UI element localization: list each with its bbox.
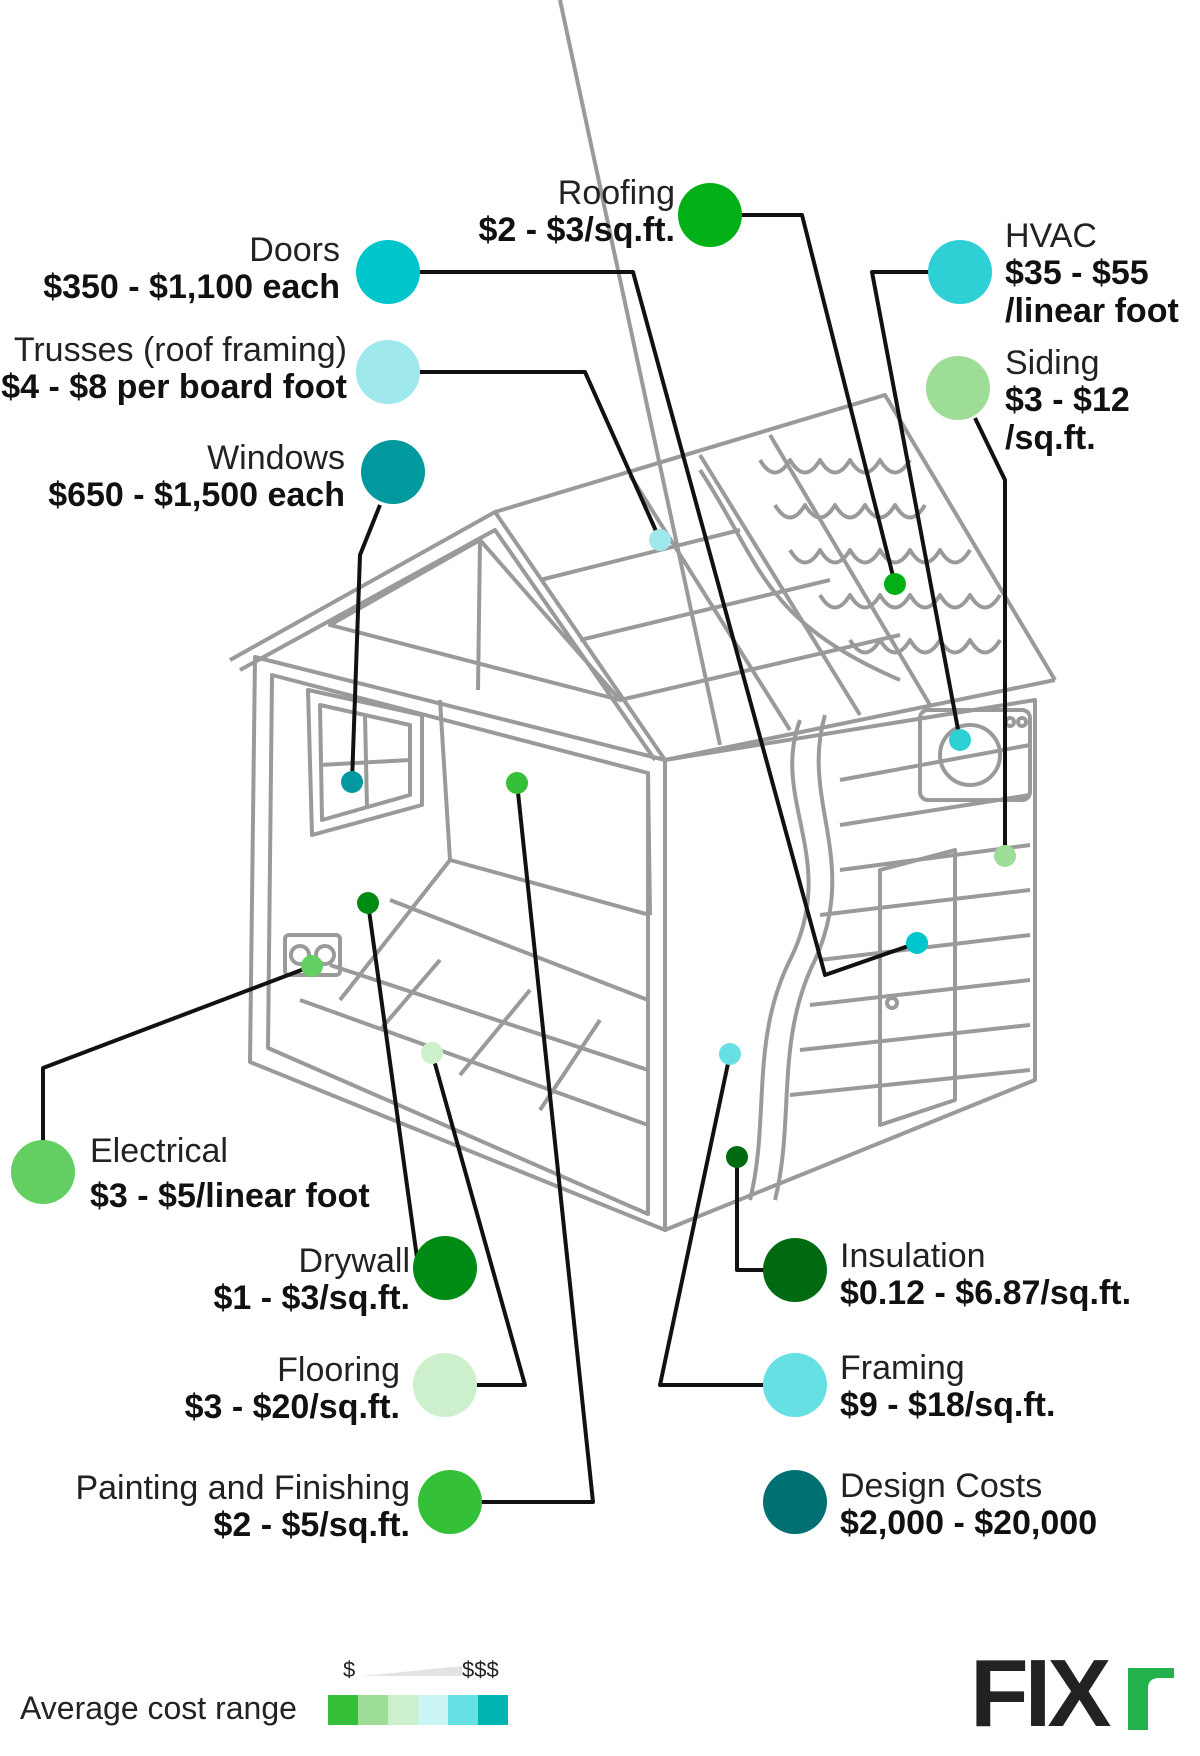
hvac-name: HVAC — [1005, 217, 1097, 255]
leader-trusses — [420, 370, 662, 541]
label-flooring: Flooring $3 - $20/sq.ft. — [184, 1351, 400, 1427]
label-doors: Doors $350 - $1,100 each — [43, 231, 340, 307]
svg-text:FIX: FIX — [970, 1648, 1111, 1738]
roofing-price: $2 - $3/sq.ft. — [478, 211, 675, 250]
marker-flooring — [421, 1042, 443, 1064]
painting-name: Painting and Finishing — [75, 1469, 410, 1507]
circle-painting — [418, 1470, 482, 1534]
leader-roofing — [740, 213, 897, 585]
doors-name: Doors — [249, 231, 340, 269]
leader-framing — [658, 1053, 765, 1387]
leader-siding — [973, 417, 1007, 856]
label-painting: Painting and Finishing $2 - $5/sq.ft. — [75, 1469, 410, 1545]
electrical-name: Electrical — [90, 1132, 228, 1170]
marker-hvac — [949, 729, 971, 751]
windows-price: $650 - $1,500 each — [48, 476, 345, 515]
house-outline — [229, 0, 1057, 1232]
siding-name: Siding — [1005, 344, 1100, 382]
label-roofing: Roofing $2 - $3/sq.ft. — [478, 174, 675, 250]
marker-drywall — [357, 892, 379, 914]
circle-doors — [356, 240, 420, 304]
design-name: Design Costs — [840, 1467, 1043, 1505]
label-trusses: Trusses (roof framing) $4 - $8 per board… — [1, 331, 347, 407]
legend-swatch — [478, 1695, 508, 1725]
legend-swatch — [358, 1695, 388, 1725]
framing-price: $9 - $18/sq.ft. — [840, 1386, 1056, 1425]
legend-label: Average cost range — [20, 1690, 297, 1726]
legend-ramp — [362, 1666, 462, 1676]
siding-price: $3 - $12 — [1005, 381, 1130, 420]
fixr-logo: FIX — [970, 1648, 1174, 1738]
marker-roofing — [884, 573, 906, 595]
siding-price-unit: /sq.ft. — [1005, 418, 1096, 457]
shingles — [698, 458, 1002, 682]
trusses-name: Trusses (roof framing) — [13, 331, 347, 369]
leader-windows — [350, 504, 382, 783]
legend-swatch — [388, 1695, 418, 1725]
leader-doors — [420, 270, 918, 977]
label-drywall: Drywall $1 - $3/sq.ft. — [213, 1242, 410, 1318]
design-price: $2,000 - $20,000 — [840, 1504, 1098, 1543]
marker-doors — [906, 932, 928, 954]
legend-swatches — [328, 1695, 508, 1725]
hvac-price-unit: /linear foot — [1005, 291, 1179, 330]
painting-price: $2 - $5/sq.ft. — [213, 1506, 410, 1545]
marker-siding — [994, 845, 1016, 867]
electrical-price: $3 - $5/linear foot — [90, 1177, 370, 1216]
circle-drywall — [413, 1236, 477, 1300]
marker-windows — [341, 771, 363, 793]
drywall-name: Drywall — [298, 1242, 410, 1280]
circle-hvac — [928, 240, 992, 304]
legend-min: $ — [343, 1657, 356, 1682]
leader-electrical — [41, 964, 313, 1160]
label-siding: Siding $3 - $12 /sq.ft. — [1005, 344, 1130, 457]
label-framing: Framing $9 - $18/sq.ft. — [840, 1349, 1056, 1425]
legend-swatch — [448, 1695, 478, 1725]
marker-insulation — [726, 1146, 748, 1168]
circle-design — [763, 1470, 827, 1534]
legend-swatch — [328, 1695, 358, 1725]
leader-painting — [480, 782, 595, 1504]
roofing-name: Roofing — [557, 174, 675, 212]
marker-electrical — [301, 955, 323, 977]
circle-electrical — [11, 1140, 75, 1204]
leader-insulation — [735, 1157, 765, 1272]
marker-trusses — [649, 529, 671, 551]
label-design: Design Costs $2,000 - $20,000 — [840, 1467, 1098, 1543]
circle-flooring — [413, 1353, 477, 1417]
legend-max: $$$ — [462, 1657, 499, 1682]
label-windows: Windows $650 - $1,500 each — [48, 439, 345, 515]
label-insulation: Insulation $0.12 - $6.87/sq.ft. — [840, 1237, 1132, 1313]
label-hvac: HVAC $35 - $55 /linear foot — [1005, 217, 1179, 330]
leader-flooring — [430, 1052, 527, 1387]
doors-price: $350 - $1,100 each — [43, 268, 340, 307]
label-electrical: Electrical $3 - $5/linear foot — [90, 1132, 370, 1216]
leader-drywall — [366, 902, 445, 1267]
trusses-price: $4 - $8 per board foot — [1, 368, 347, 407]
insulation-price: $0.12 - $6.87/sq.ft. — [840, 1274, 1132, 1313]
windows-name: Windows — [207, 439, 345, 477]
circle-framing — [763, 1353, 827, 1417]
flooring-name: Flooring — [277, 1351, 400, 1389]
framing-name: Framing — [840, 1349, 965, 1387]
circle-trusses — [356, 340, 420, 404]
circle-roofing — [678, 183, 742, 247]
marker-painting — [506, 772, 528, 794]
circle-siding — [926, 356, 990, 420]
drywall-price: $1 - $3/sq.ft. — [213, 1279, 410, 1318]
insulation-name: Insulation — [840, 1237, 986, 1275]
circle-insulation — [763, 1238, 827, 1302]
legend-swatch — [418, 1695, 448, 1725]
flooring-price: $3 - $20/sq.ft. — [184, 1388, 400, 1427]
house-markers — [301, 529, 1016, 1168]
leader-hvac — [870, 270, 962, 741]
marker-framing — [719, 1043, 741, 1065]
circle-windows — [361, 440, 425, 504]
label-circles — [11, 183, 992, 1534]
hvac-price: $35 - $55 — [1005, 254, 1149, 293]
